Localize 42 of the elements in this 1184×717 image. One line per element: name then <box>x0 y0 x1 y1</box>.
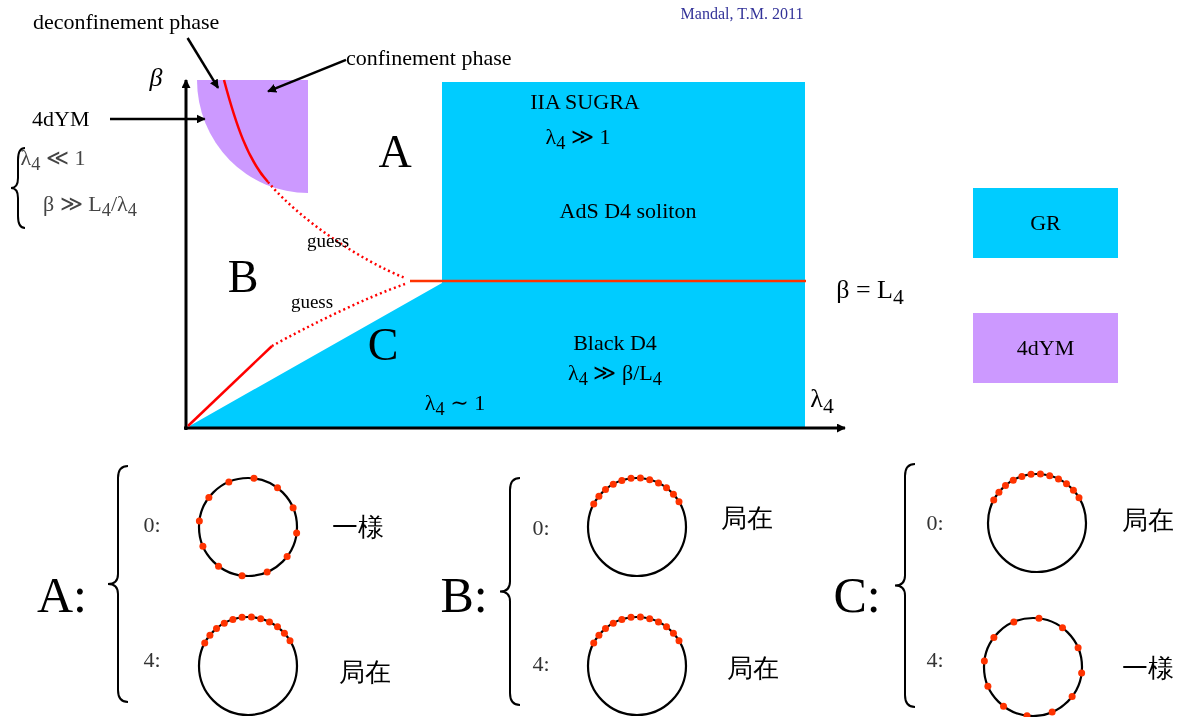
phase-region <box>442 82 805 281</box>
row-number: 0: <box>926 510 944 536</box>
annotation-text: deconfinement phase <box>33 6 295 38</box>
phase-region <box>197 80 308 193</box>
region-title: Black D4 <box>573 330 657 356</box>
axis-label: β <box>149 63 163 93</box>
legend-text: GR <box>1030 210 1061 236</box>
condition-text: β ≫ L$_{4}$/λ$_{4}$ <box>43 191 137 221</box>
case-label: C: <box>833 567 881 623</box>
distribution-label: 局在 <box>1122 505 1174 535</box>
region-letter: B <box>227 251 259 303</box>
row-number: 4: <box>926 647 944 673</box>
distribution-label: 局在 <box>339 657 391 687</box>
annotation-text: confinement phase <box>346 42 586 74</box>
row-number: 0: <box>143 512 161 538</box>
condition-text: λ$_{4}$ ≫ β/L$_{4}$ <box>568 360 662 390</box>
arrow <box>186 37 220 89</box>
citation: Mandal, T.M. 2011 <box>680 5 804 23</box>
condition-text: λ$_{4}$ ∼ 1 <box>424 390 486 420</box>
row-number: 0: <box>532 515 550 541</box>
guess-label: guess <box>290 291 334 313</box>
region-letter: A <box>378 126 412 178</box>
legend-text: 4dYM <box>1016 335 1075 361</box>
distribution-label: 局在 <box>727 653 779 683</box>
boundary-label: β = L$_{4}$ <box>836 276 904 310</box>
distribution-label: 一様 <box>332 512 384 542</box>
row-number: 4: <box>143 647 161 673</box>
annotation-text: 4dYM <box>32 104 110 134</box>
region-letter: C <box>367 319 399 371</box>
arrow <box>267 58 347 93</box>
condition-text: λ$_{4}$ ≪ 1 <box>20 145 86 175</box>
region-title: AdS D4 soliton <box>559 198 697 224</box>
region-title: IIA SUGRA <box>530 89 640 115</box>
case-label: A: <box>37 567 87 623</box>
distribution-label: 局在 <box>721 503 773 533</box>
case-label: B: <box>440 567 488 623</box>
row-number: 4: <box>532 651 550 677</box>
axis-label: λ$_{4}$ <box>810 385 834 419</box>
guess-label: guess <box>306 230 350 252</box>
distribution-label: 一様 <box>1122 653 1174 683</box>
arrow <box>110 114 206 124</box>
condition-text: λ$_{4}$ ≫ 1 <box>545 124 611 154</box>
